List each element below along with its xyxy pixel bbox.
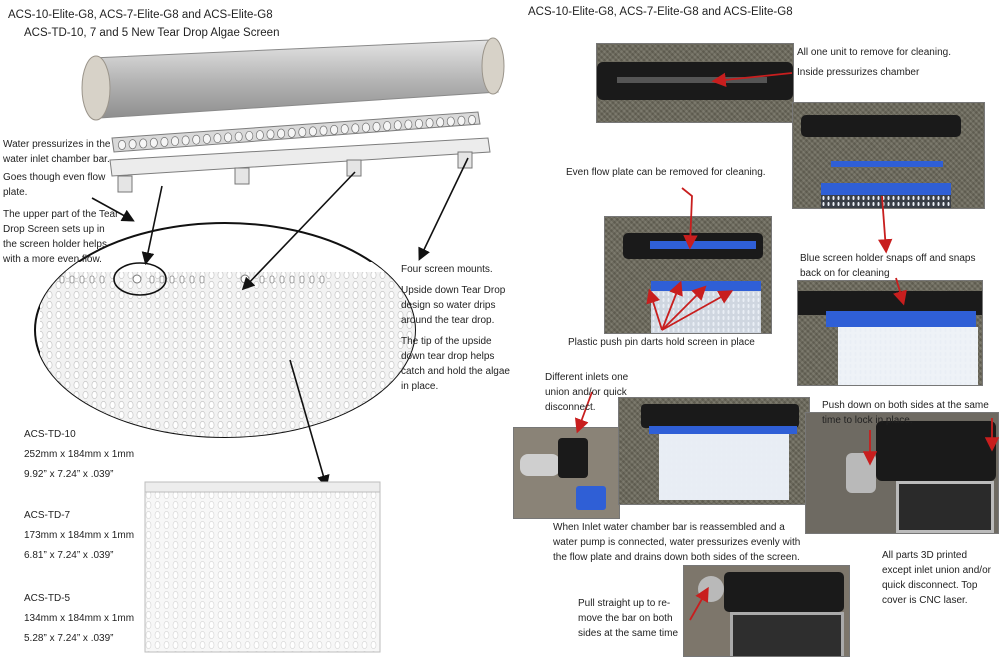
flow-plate-hole [118,140,126,150]
spec-metric-7: 173mm x 184mm x 1mm [24,530,135,541]
flow-plate-hole [468,115,476,125]
even-flow-plate [111,111,481,153]
flow-plate-hole [425,118,434,128]
flow-plate-hole [351,123,360,134]
flow-plate-hole [330,124,339,135]
photo-pull-up [683,565,850,657]
spec-metric-10: 252mm x 184mm x 1mm [24,449,135,460]
photo-push-down [805,412,999,534]
note-inlets: Different inlets one union and/or quick … [545,372,629,413]
flow-plate-hole [436,117,445,128]
inlet-chamber-bar [81,37,505,121]
flow-plate-hole [298,127,307,138]
flow-plate-hole [287,127,296,138]
note-upside-down: Upside down Tear Drop design so water dr… [401,285,506,326]
flow-plate-hole [139,138,148,149]
photo-inlets [513,427,620,519]
flow-plate-hole [340,124,349,135]
photo-assembled-unit [618,397,810,505]
flow-plate-hole [149,137,158,148]
note-flow-plate: Even flow plate can be removed for clean… [566,167,766,178]
photo-disassembled [792,102,985,209]
flow-plate-hole [234,131,243,142]
screen-flat-view [144,481,381,653]
mount-arrows [91,157,469,489]
flow-plate-hole [404,119,413,130]
note-tip: The tip of the upside down tear drop hel… [401,336,510,392]
spec-imperial-7: 6.81” x 7.24” x .039” [24,550,114,561]
flow-plate-hole [308,126,317,137]
photo-chamber-closeup [596,43,794,123]
note-four-mounts: Four screen mounts. [401,264,493,275]
spec-imperial-5: 5.28” x 7.24” x .039” [24,633,114,644]
flow-plate-hole [457,115,466,126]
flow-plate-hole [181,135,190,146]
flow-plate-hole [393,120,402,131]
note-pull-up: Pull straight up to re-move the bar on b… [578,598,679,639]
flow-plate-hole [202,133,211,144]
flow-plate-hole [128,139,137,150]
spec-model-5: ACS-TD-5 [24,593,71,604]
spec-imperial-10: 9.92” x 7.24” x .039” [24,469,114,480]
flow-plate-hole [171,136,179,147]
flow-plate-hole [224,132,233,143]
left-title-line2: ACS-TD-10, 7 and 5 New Tear Drop Algae S… [24,27,280,39]
flow-plate-hole [372,121,381,132]
spec-model-7: ACS-TD-7 [24,510,71,521]
note-push-pin: Plastic push pin darts hold screen in pl… [568,337,755,348]
note-3d-printed: All parts 3D printed except inlet union … [882,550,991,606]
flow-plate-hole [415,118,423,129]
spec-model-10: ACS-TD-10 [24,429,76,440]
flow-plate-hole [277,128,286,139]
note-upper-part: The upper part of the Tear Drop Screen s… [3,209,119,265]
flow-plate-hole [361,122,370,133]
flow-plate-hole [319,125,328,136]
note-blue-holder: Blue screen holder snaps off and snaps b… [800,253,976,279]
note-water-pressurizes: Water pressurizes in the water inlet cha… [3,139,111,165]
note-even-flow: Goes though even flow plate. [3,172,106,198]
screen-holder-bar [109,137,491,193]
flow-plate-hole [213,133,222,144]
photo-screen-holder [797,280,983,386]
flow-plate-hole [255,130,264,141]
flow-plate-hole [383,121,392,132]
note-reassembled: When Inlet water chamber bar is reassemb… [553,522,801,563]
flow-plate-hole [266,129,275,140]
flow-plate-hole [192,134,201,145]
note-one-unit: All one unit to remove for cleaning. [797,47,951,58]
flow-plate-hole [446,116,455,127]
note-inside-chamber: Inside pressurizes chamber [797,67,920,78]
spec-metric-5: 134mm x 184mm x 1mm [24,613,135,624]
flow-plate-hole [160,137,169,147]
left-title-line1: ACS-10-Elite-G8, ACS-7-Elite-G8 and ACS-… [8,9,273,21]
note-push-down: Push down on both sides at the same time… [822,400,989,426]
right-title: ACS-10-Elite-G8, ACS-7-Elite-G8 and ACS-… [528,6,793,18]
screen-magnified-view [34,222,416,438]
flow-plate-hole [245,130,254,141]
